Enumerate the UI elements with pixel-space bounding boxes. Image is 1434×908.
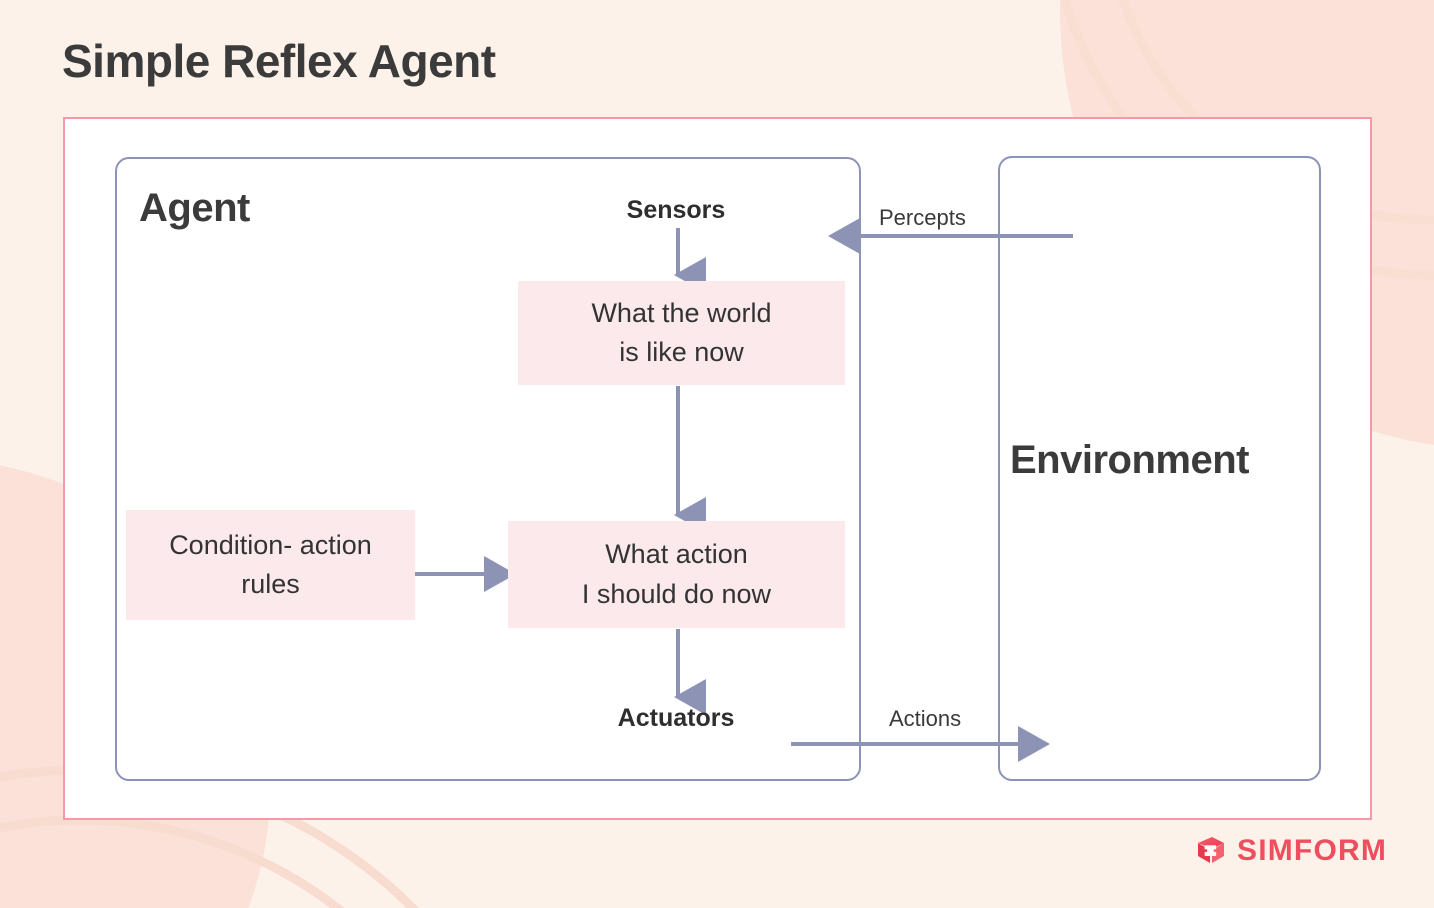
decor-arc-3 xyxy=(0,815,345,908)
node-sensors-label: Sensors xyxy=(626,196,726,224)
brand-name: SIMFORM xyxy=(1237,834,1388,867)
node-rules-box: Condition- action rules xyxy=(126,510,415,620)
environment-panel-title: Environment xyxy=(1010,438,1249,482)
agent-panel-title: Agent xyxy=(139,186,250,230)
brand-logo: SIMFORM xyxy=(1194,834,1387,868)
edge-label-actions: Actions xyxy=(889,706,962,731)
agent-panel xyxy=(115,157,861,781)
environment-panel xyxy=(998,156,1321,781)
node-action-box: What action I should do now xyxy=(508,521,845,628)
node-world-box: What the world is like now xyxy=(518,281,845,385)
diagram-frame xyxy=(63,117,1372,820)
edge-label-percepts: Percepts xyxy=(879,205,966,230)
node-actuators-label: Actuators xyxy=(617,704,735,732)
simform-logo-icon xyxy=(1198,837,1224,863)
page-title: Simple Reflex Agent xyxy=(62,35,496,87)
